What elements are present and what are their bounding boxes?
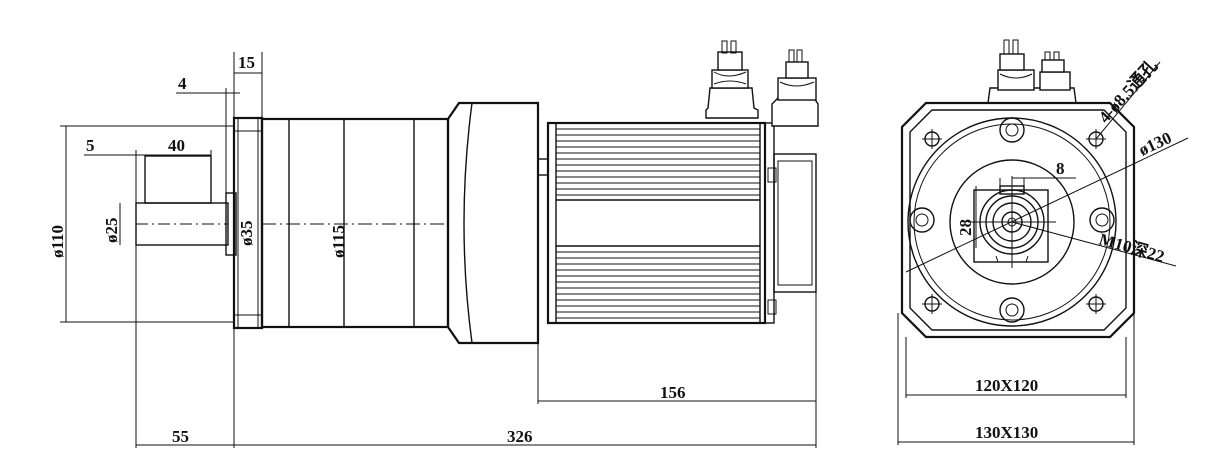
pilot-boss (225, 192, 237, 256)
mount-bosses (909, 117, 1115, 323)
dim-label-od115: ø115 (329, 225, 348, 258)
dim-label-od35: ø35 (237, 221, 256, 247)
dim-label-4: 4 (178, 74, 187, 93)
dim-label-od25: ø25 (102, 218, 121, 244)
flange-inner-square (909, 109, 1127, 331)
dim-gear-od: ø115 (329, 225, 348, 258)
dim-lengths: 55 326 156 (135, 245, 817, 448)
hole-leader (1095, 61, 1161, 140)
output-shaft (135, 202, 229, 246)
dim-square: 120X120 130X130 (897, 313, 1135, 445)
dim-label-shaft-height: 28 (956, 219, 975, 236)
dim-label-326: 326 (507, 427, 533, 446)
dim-label-55: 55 (172, 427, 189, 446)
rear-cap (764, 122, 817, 324)
dim-label-od110: ø110 (48, 225, 67, 258)
front-connectors (987, 39, 1077, 104)
dim-shoulder: 4 (176, 74, 240, 193)
dim-key: 5 40 (84, 136, 212, 203)
motor-adapter (446, 101, 549, 345)
shaft-key (144, 155, 212, 204)
connector-right (771, 49, 819, 127)
motor-body (546, 121, 767, 325)
dim-flange-thickness: 15 (233, 52, 263, 118)
dim-label-mount-holes: 4-ø8.5通孔 (1095, 56, 1161, 127)
thread-leader (1011, 221, 1177, 267)
dim-label-key-width: 8 (1056, 159, 1065, 178)
dim-shaft-od: ø25 (102, 203, 121, 245)
motor-fins (555, 123, 761, 323)
dim-label-40: 40 (168, 136, 185, 155)
front-view: 4-ø8.5通孔 ø130 8 28 M10深22 120X120 130X13… (897, 39, 1189, 445)
pcd-leader (905, 137, 1189, 273)
gearhead-body (260, 117, 450, 329)
flange-outer-square (900, 101, 1136, 339)
side-view: 15 4 5 40 ø110 ø25 (48, 40, 819, 448)
dim-pilot-od: ø35 (237, 221, 256, 247)
dim-label-120: 120X120 (975, 376, 1038, 395)
connector-left (705, 40, 759, 119)
dim-flange-od: ø110 (48, 125, 234, 323)
shaft-end (968, 176, 1056, 268)
pilot-circle (949, 159, 1075, 285)
dim-label-pcd: ø130 (1136, 128, 1175, 160)
dim-label-15: 15 (238, 53, 255, 72)
dim-label-5: 5 (86, 136, 95, 155)
dim-label-thread: M10深22 (1097, 229, 1167, 267)
dim-label-130: 130X130 (975, 423, 1038, 442)
dim-label-156: 156 (660, 383, 686, 402)
